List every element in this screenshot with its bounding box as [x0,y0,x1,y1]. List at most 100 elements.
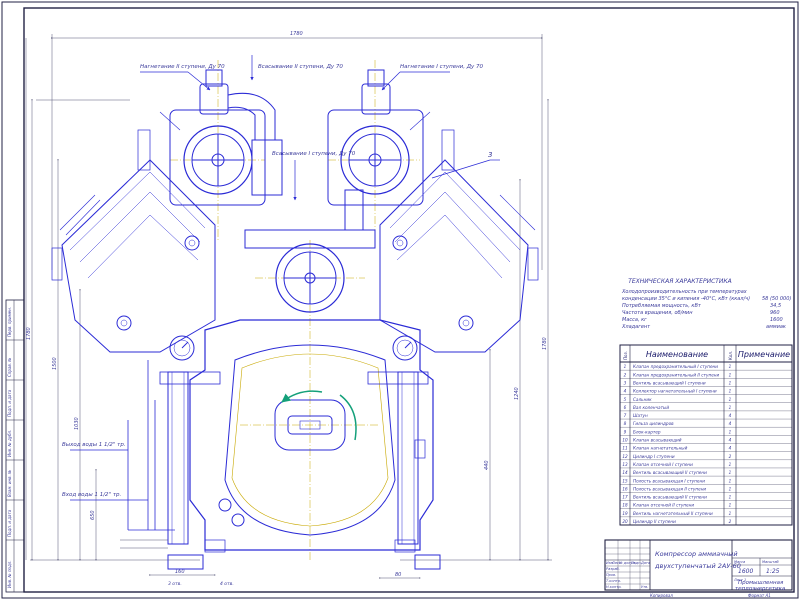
spec-row-name: Цилиндр II ступени [633,519,676,524]
spec-row-qty: 1 [729,405,732,410]
tb-row-2: Пров. [606,573,616,577]
callout-discharge-1-text: Нагнетание I ступени, Ду 70 [400,64,484,70]
spec-row-pos: 6 [624,405,627,410]
dim-bottom-c: 4 отв. [220,581,234,587]
tb-doc-title-2: двухступенчатый 2АУ-60 [654,562,741,570]
tb-copied: Копировал [650,593,673,598]
tech-row-6-label: Хладагент [621,324,651,330]
strip-label-7: Инв. № подл. [7,560,12,588]
tb-org-2: теплоэнергетика [735,586,786,592]
crankcase-cover [224,344,396,536]
tech-row-1-label: Холодопроизводительность при температура… [621,289,747,295]
spec-col-pos: Поз. [623,351,628,360]
spec-row-name: Клапан предохранительный II ступени [633,372,720,377]
spec-row-name: Клапан всасывающий [633,438,682,443]
spec-row-qty: 1 [729,503,732,508]
spec-row-name: Сальник [633,397,652,402]
tb-row-4: Н.контр. [606,585,622,589]
spec-row-pos: 19 [622,511,628,516]
rotation-arrow [281,390,323,403]
strip-label-5: Взам. инв. № [7,470,12,497]
tech-row-5-label: Масса, кг [622,317,647,323]
callout-discharge-1: Нагнетание I ступени, Ду 70 [400,64,484,70]
tech-row-2-value: 58 (50 000) [762,296,791,302]
spec-row-pos: 10 [622,438,628,443]
spec-col-note: Примечание [738,350,790,359]
compressor-drawing [51,69,539,570]
spec-row-name: Гильза цилиндров [633,421,674,426]
spec-row-name: Вентиль нагнетательный II ступени [633,511,713,516]
spec-row-name: Полость всасывающая II ступени [633,486,706,491]
spec-row-name: Вентиль всасывающий I ступени [633,380,706,385]
spec-col-qty: Кол. [728,351,733,360]
spec-row-qty: 2 [729,519,732,524]
spec-row-qty: 1 [729,429,732,434]
tech-characteristics: ТЕХНИЧЕСКАЯ ХАРАКТЕРИСТИКА Холодопроизво… [621,278,791,330]
spec-row-pos: 16 [622,486,628,491]
spec-row-qty: 4 [729,446,732,451]
spec-row-qty: 4 [729,438,732,443]
spec-row-qty: 1 [729,364,732,369]
spec-row-pos: 9 [624,429,627,434]
left-oil-cooler [167,371,189,545]
tech-title: ТЕХНИЧЕСКАЯ ХАРАКТЕРИСТИКА [628,278,732,285]
tb-row-1: Разраб. [606,567,620,571]
callout-water-out: Выход воды 1 1/2" тр. [62,442,126,448]
spec-row-name: Вал коленчатый [633,405,669,410]
inspection-hatch [274,399,346,451]
callout-water-in-text: Вход воды 1 1/2" тр. [62,492,122,498]
tb-head-5: Дата [640,561,650,565]
crankcase [189,319,434,551]
tb-scale: 1:25 [766,568,780,575]
spec-row-qty: 1 [729,380,732,385]
tb-mass-label: Масса [734,560,745,564]
callout-suction-2: Всасывание II ступени, Ду 70 [258,64,343,70]
spec-row-pos: 5 [624,397,627,402]
right-head-wheel [340,125,410,195]
spec-row-name: Полость всасывающая I ступени [633,478,705,483]
title-block: Изм. Лист № докум. Подп. Дата Разраб. Пр… [604,539,793,598]
tech-row-3-label: Потребляемая мощность, кВт [622,303,702,309]
spec-row-name: Шатун [633,413,648,418]
spec-row-name: Цилиндр I ступени [633,454,675,459]
right-cylinder-block [379,159,529,353]
spec-row-qty: 1 [729,372,732,377]
callout-leaders [70,55,500,501]
spec-row-pos: 4 [624,389,627,394]
spec-row-pos: 7 [624,413,627,418]
spec-row-pos: 20 [622,519,628,524]
spec-row-pos: 14 [622,470,628,475]
spec-row-pos: 11 [622,446,628,451]
spec-row-qty: 1 [729,511,732,516]
spec-row-qty: 4 [729,421,732,426]
spec-row-qty: 1 [729,397,732,402]
dimension-lines [25,34,552,579]
dim-left-a: 1780 [26,327,32,340]
spec-row-pos: 13 [622,462,628,467]
spec-row-name: Клапан предохранительный I ступени [633,364,718,369]
tech-row-4-value: 960 [770,310,780,316]
dim-bottom-a: 160 [175,569,185,575]
tb-mass: 1600 [738,568,753,575]
spec-row-qty: 4 [729,413,732,418]
callout-discharge-2-text: Нагнетание II ступени, Ду 70 [140,64,225,70]
strip-label-1: Перв. примен. [7,307,12,337]
middle-valve-wheel [275,243,345,313]
right-gauge [392,335,418,361]
spec-row-name: Вентиль всасывающий II ступени [633,470,707,475]
strip-label-3: Подп. и дата [7,389,12,417]
spec-row-pos: 18 [622,503,628,508]
dim-right-a: 1780 [542,337,548,350]
spec-row-qty: 1 [729,462,732,467]
tb-head-1: Изм. [606,561,614,565]
tb-sheet: Лист 1 [733,578,746,582]
spec-row-pos: 1 [624,364,627,369]
tb-head-4: Подп. [631,561,642,565]
spec-row-qty: 1 [729,495,732,500]
spec-row-pos: 17 [622,495,628,500]
spec-row-pos: 12 [622,454,628,459]
rotation-arc [339,394,357,441]
